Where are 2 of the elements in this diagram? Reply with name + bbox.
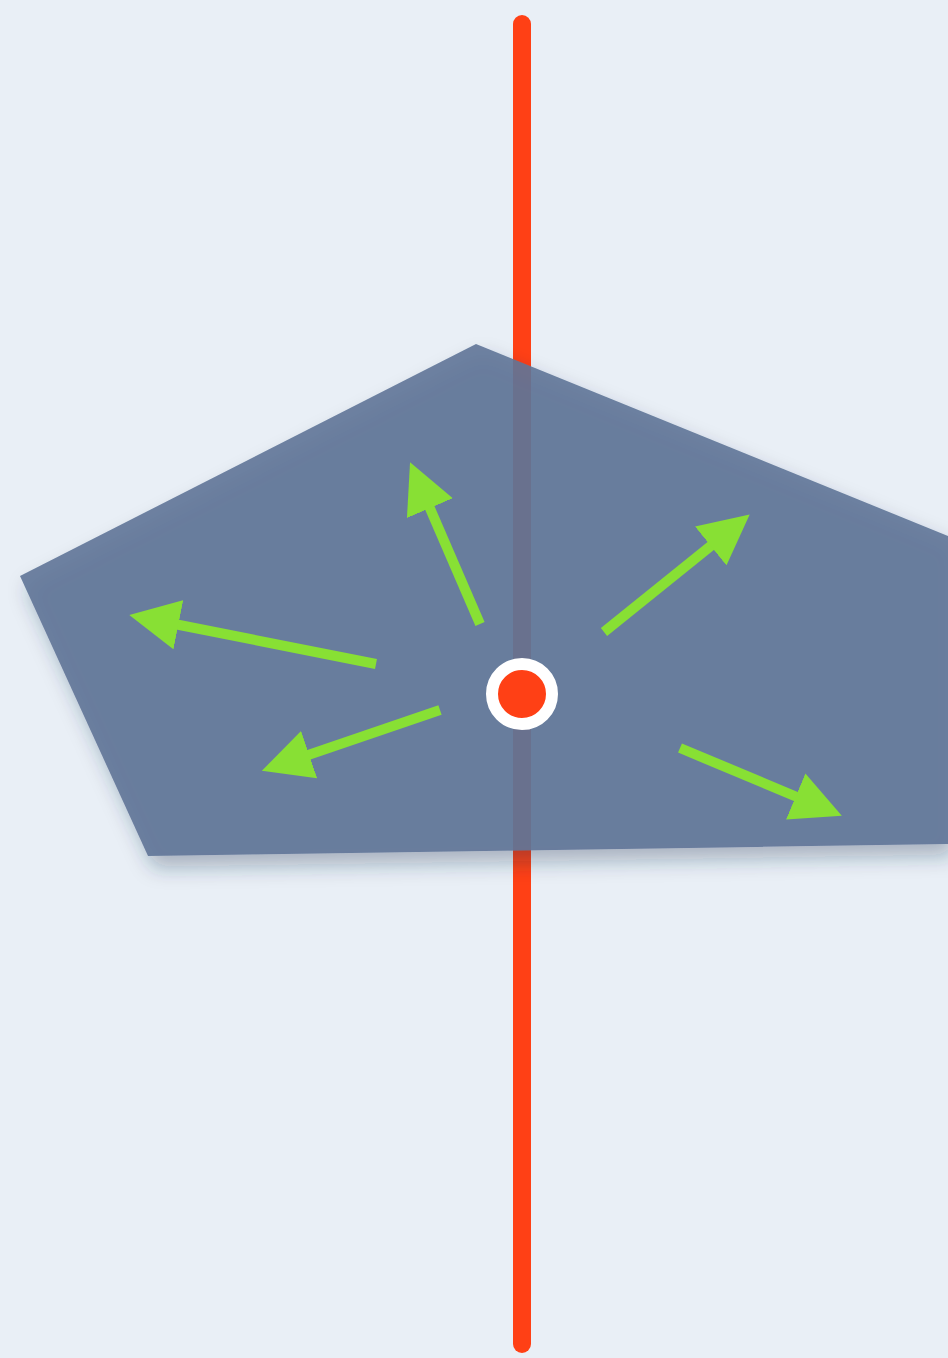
polygon-shape [20, 344, 948, 856]
pivot-point [486, 658, 558, 730]
